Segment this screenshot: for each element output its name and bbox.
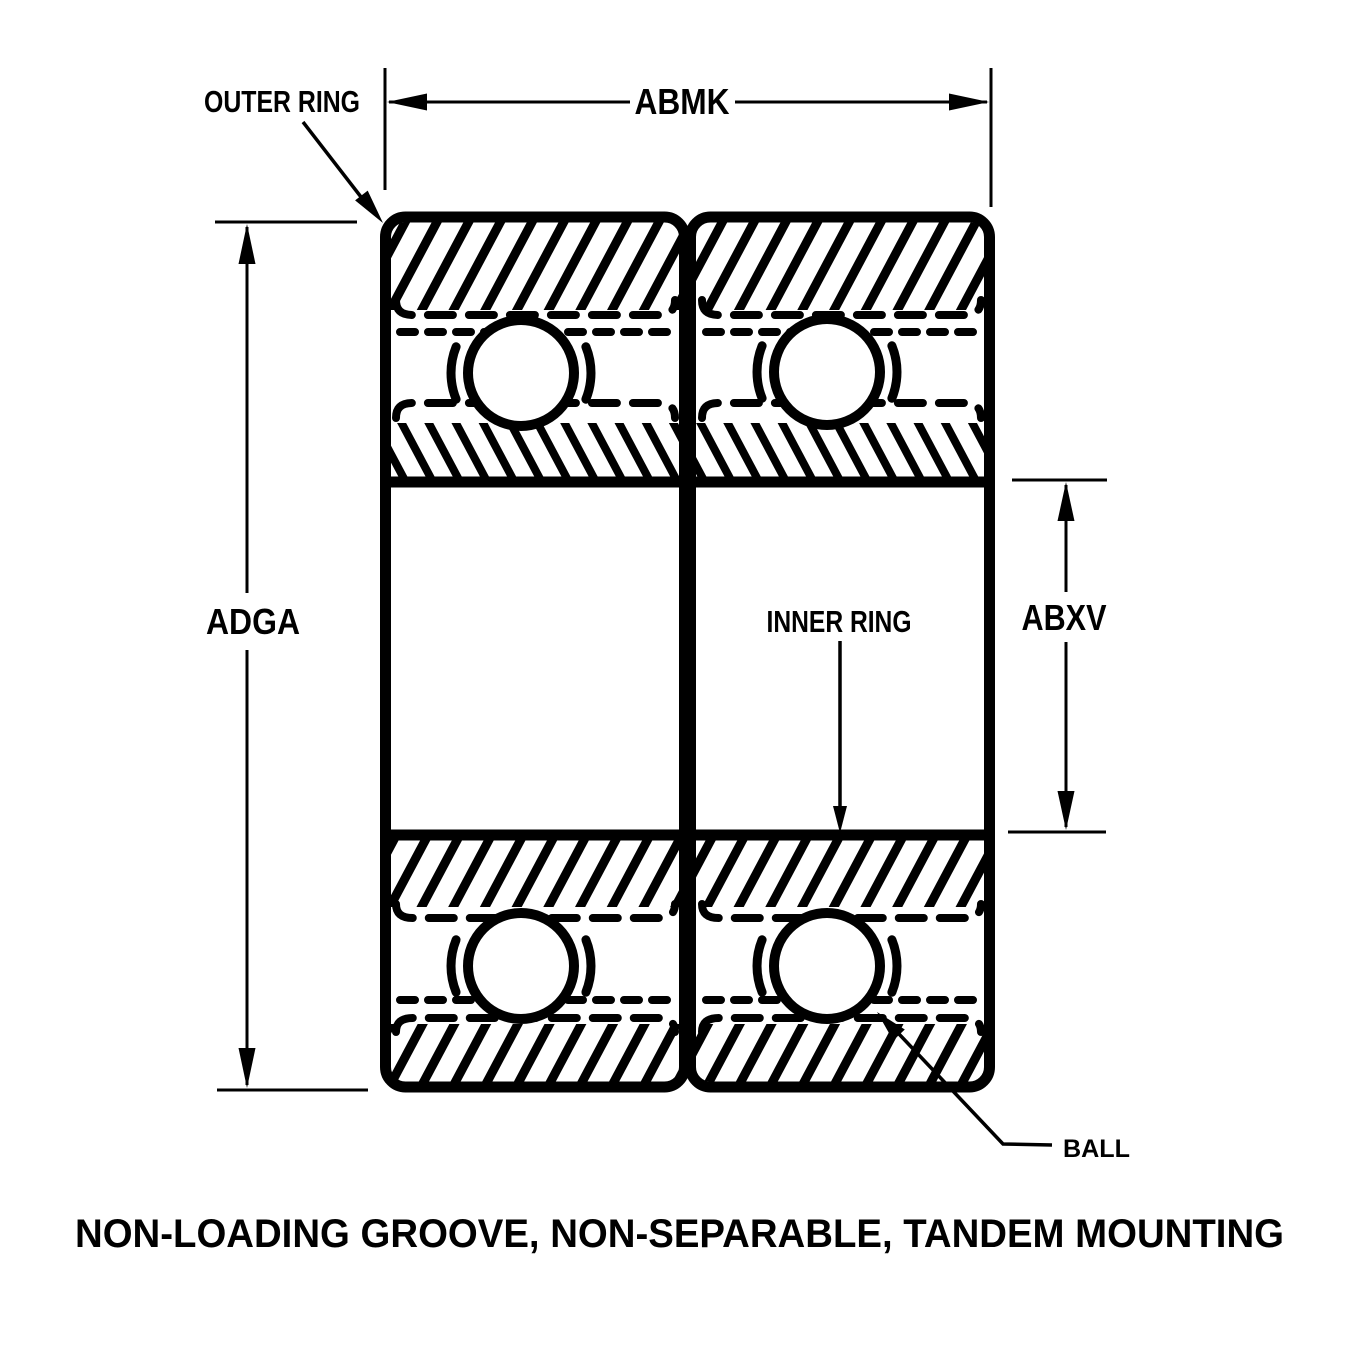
cage-arc bbox=[581, 342, 596, 404]
ball-callout: BALL bbox=[877, 1012, 1130, 1163]
outer-ring-label: OUTER RING bbox=[204, 84, 360, 119]
arrowhead-icon bbox=[355, 190, 383, 223]
arrowhead-icon bbox=[833, 806, 847, 833]
dim-label-adga: ADGA bbox=[206, 601, 300, 642]
cage-arc bbox=[887, 935, 902, 997]
bearing-outline-left bbox=[380, 211, 690, 1093]
arrowhead-down-icon bbox=[1057, 791, 1075, 830]
inner-ring-hatch-top-left bbox=[391, 423, 679, 477]
inner-ring-callout: INNER RING bbox=[767, 604, 912, 833]
dim-label-abmk: ABMK bbox=[635, 81, 730, 122]
cage-arc bbox=[581, 935, 596, 997]
ball-top-left bbox=[463, 315, 579, 431]
inner-ring-hatch-top-right bbox=[696, 423, 984, 477]
arrowhead-icon bbox=[877, 1012, 905, 1041]
ball-label: BALL bbox=[1063, 1135, 1130, 1163]
arrowhead-left-icon bbox=[387, 93, 427, 111]
cage-arc bbox=[446, 342, 461, 404]
outer-ring-hatch-top-left bbox=[391, 222, 679, 310]
outer-ring-callout: OUTER RING bbox=[204, 84, 383, 223]
inner-ring-label: INNER RING bbox=[767, 604, 912, 639]
outer-ring-hatch-top-right bbox=[696, 222, 984, 310]
raceway-line bbox=[392, 296, 679, 319]
drawing-title: NON-LOADING GROOVE, NON-SEPARABLE, TANDE… bbox=[75, 1212, 1284, 1256]
dimension-adga: ADGA bbox=[206, 220, 368, 1092]
right-bearing bbox=[685, 211, 995, 1093]
cage-arc bbox=[752, 341, 767, 403]
dimension-abxv: ABXV bbox=[1008, 478, 1107, 834]
dim-label-abxv: ABXV bbox=[1022, 597, 1107, 638]
dimension-abmk: ABMK bbox=[383, 68, 993, 207]
arrowhead-right-icon bbox=[949, 93, 989, 111]
outer-ring-hatch-bottom-right bbox=[696, 1024, 984, 1082]
left-bearing bbox=[380, 211, 690, 1093]
leader-line bbox=[301, 120, 370, 208]
arrowhead-up-icon bbox=[238, 224, 256, 264]
ball-bottom-right bbox=[769, 908, 885, 1024]
inner-ring-hatch-bottom-right bbox=[696, 840, 984, 907]
arrowhead-down-icon bbox=[238, 1048, 256, 1088]
inner-ring-hatch-bottom-left bbox=[391, 840, 679, 907]
bearing-outline-right bbox=[685, 211, 995, 1093]
cage-arc bbox=[446, 935, 461, 997]
leader-line bbox=[897, 1032, 1053, 1147]
cage-arc bbox=[752, 935, 767, 997]
raceway-line bbox=[698, 296, 984, 319]
ball-top-right bbox=[769, 314, 885, 430]
outer-ring-hatch-bottom-left bbox=[391, 1024, 679, 1082]
arrowhead-up-icon bbox=[1057, 482, 1075, 521]
cage-arc bbox=[887, 341, 902, 403]
ball-bottom-left bbox=[463, 908, 579, 1024]
